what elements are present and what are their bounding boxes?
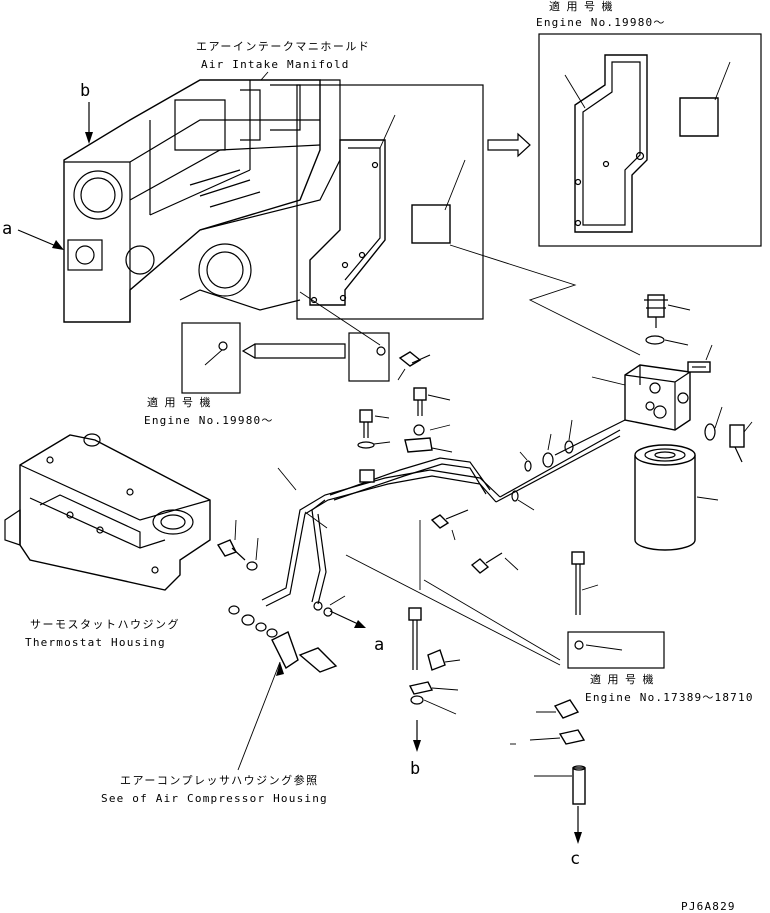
filter-sensor-side: [704, 406, 753, 463]
pipe-clips: [359, 424, 433, 483]
fuel-pipes: [261, 419, 626, 607]
svg-text:a: a: [374, 635, 384, 655]
ref-b-bottom: b: [410, 720, 421, 779]
ref-b-top: b: [80, 81, 93, 144]
clamp-assembly-right: [510, 551, 665, 805]
filter-sensor-top: [644, 294, 691, 346]
applicability-en-1: Engine No.19980～: [536, 16, 666, 29]
banjo-fittings: [228, 595, 346, 673]
applicability-note-bottom-right: 適 用 号 機 Engine No.17389～18710: [585, 672, 754, 704]
drawing-code: PJ6A829: [681, 900, 736, 913]
applicability-en-3: Engine No.17389～18710: [585, 691, 754, 704]
applicability-jp-1: 適 用 号 機: [549, 0, 614, 13]
ref-c-bottom: c: [570, 806, 582, 869]
air-intake-manifold-label: エアーインテークマニホールド Air Intake Manifold: [196, 40, 370, 111]
applicability-note-top-right: 適 用 号 機 Engine No.19980～: [536, 0, 666, 29]
svg-text:c: c: [570, 849, 580, 869]
compressor-reference-label: エアーコンプレッサハウジング参照 See of Air Compressor H…: [101, 661, 328, 805]
bracket-detail-box: [296, 84, 484, 320]
detail-arrow-right: [487, 132, 531, 158]
svg-text:a: a: [2, 219, 12, 239]
leader-lines: [299, 244, 641, 666]
compressor-label-jp: エアーコンプレッサハウジング参照: [120, 773, 319, 787]
air-intake-label-jp: エアーインテークマニホールド: [196, 40, 370, 53]
ref-a-top: a: [2, 219, 64, 250]
filter-washers: [511, 419, 574, 511]
thermostat-housing-label: サーモスタットハウジング Thermostat Housing: [25, 617, 180, 649]
applicability-jp-2: 適 用 号 機: [147, 395, 212, 409]
fuel-filter-cartridge: [634, 444, 719, 551]
air-intake-manifold: [63, 79, 341, 323]
applicability-note-middle-left: 適 用 号 機 Engine No.19980～: [144, 395, 274, 427]
thermostat-housing: [4, 433, 211, 591]
svg-text:b: b: [80, 81, 90, 101]
bracket-variant-box: [538, 33, 762, 247]
compressor-label-en: See of Air Compressor Housing: [101, 792, 328, 805]
air-intake-label-en: Air Intake Manifold: [201, 58, 350, 71]
filter-bolt-right: [687, 344, 713, 373]
applicability-en-2: Engine No.19980～: [144, 414, 274, 427]
thermostat-label-en: Thermostat Housing: [25, 636, 166, 649]
bolts: [216, 351, 519, 574]
ref-a-bottom: a: [329, 610, 384, 655]
svg-text:b: b: [410, 759, 420, 779]
washer-variant-box: [181, 322, 390, 394]
thermostat-label-jp: サーモスタットハウジング: [30, 617, 180, 631]
applicability-jp-3: 適 用 号 機: [590, 672, 655, 686]
filter-head: [591, 364, 691, 431]
clamp-assembly-center: [408, 607, 461, 715]
